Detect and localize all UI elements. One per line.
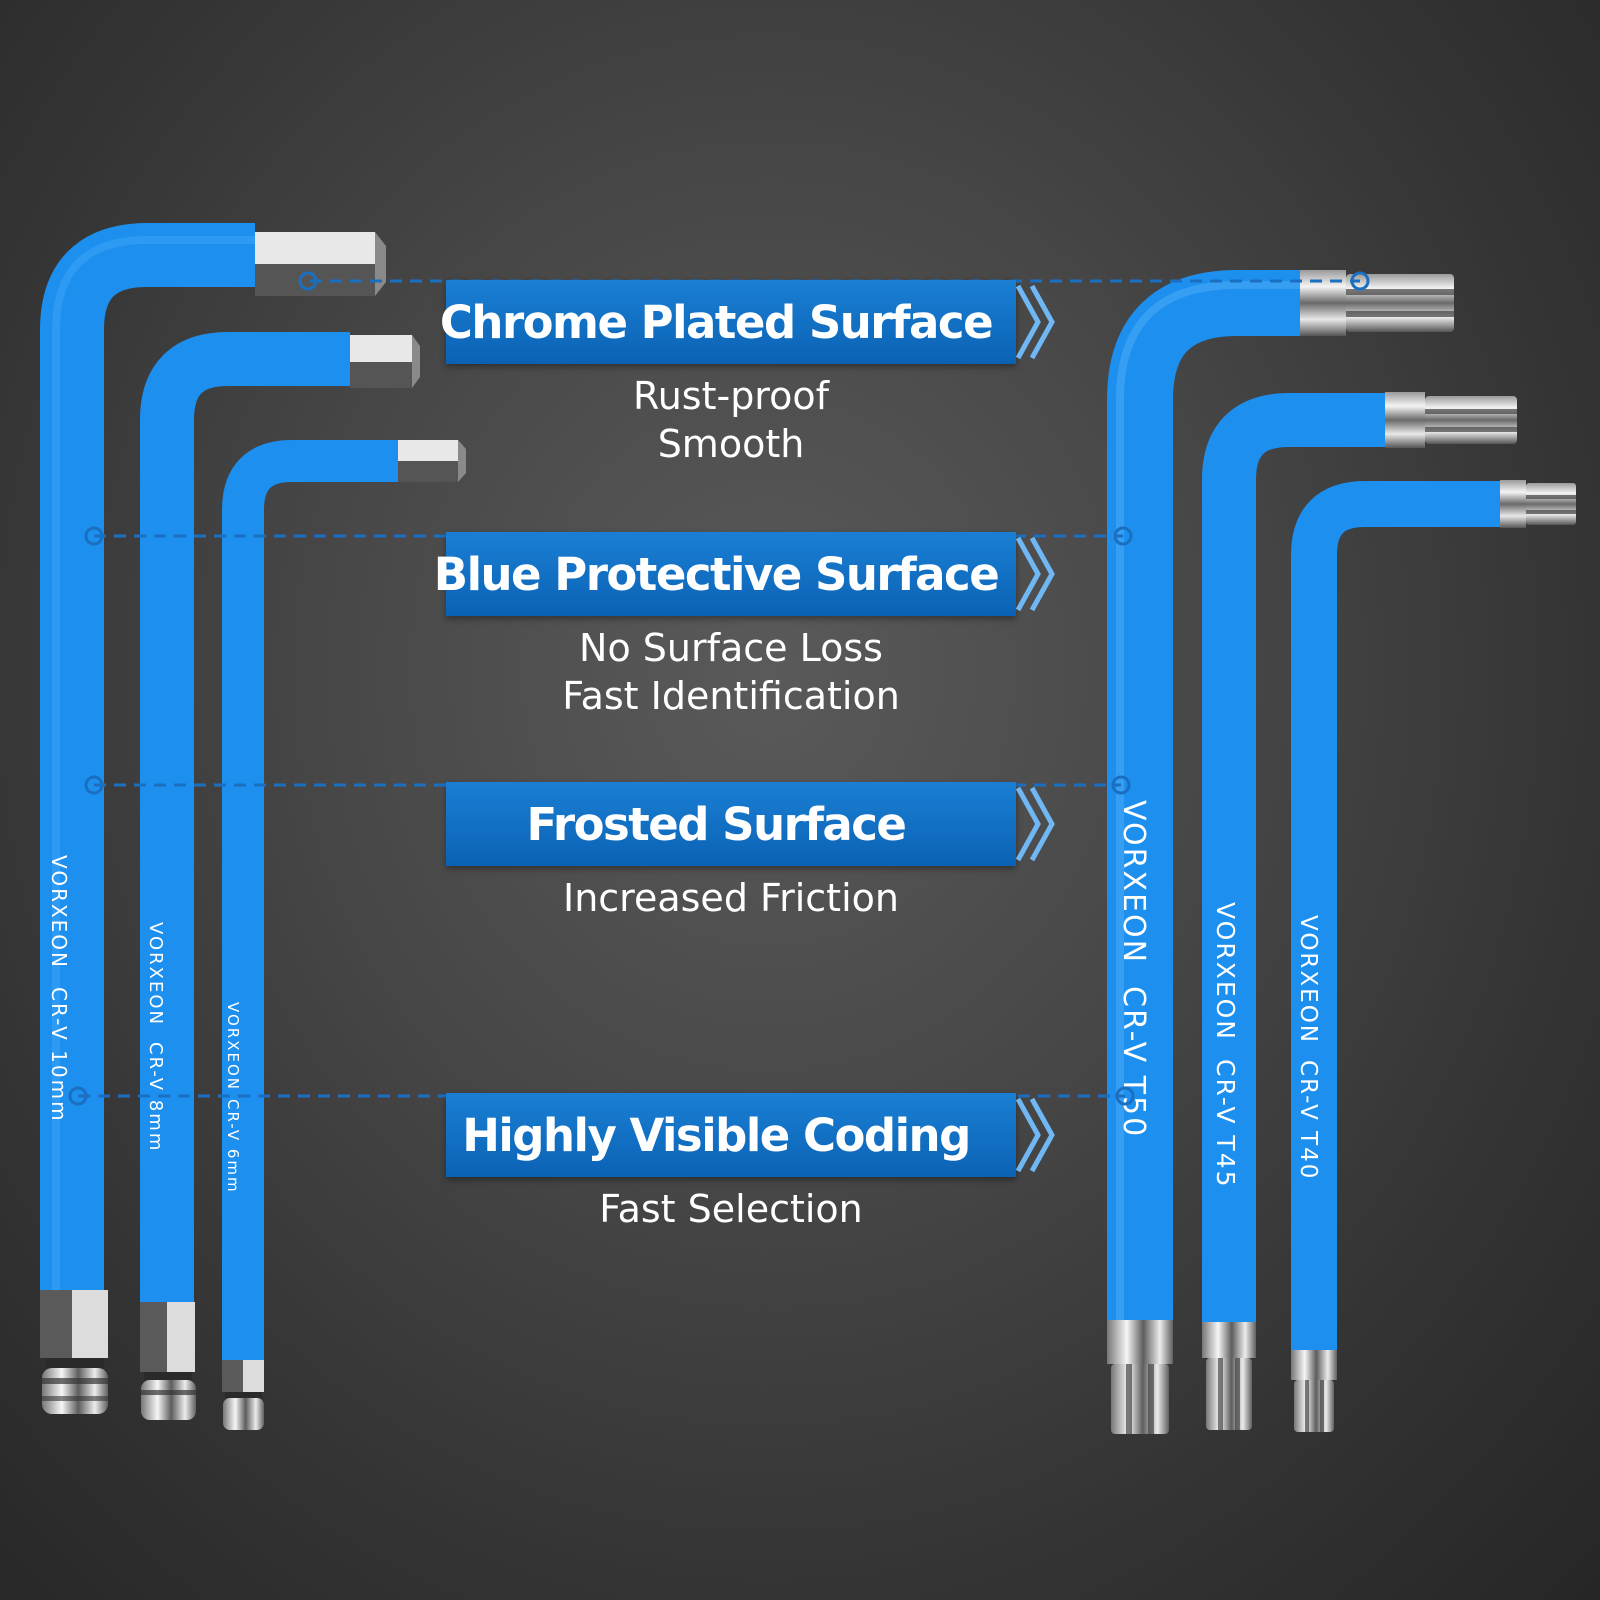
feature-blue-protective: Blue Protective Surface No Surface Loss …: [434, 532, 1055, 720]
feature-desc: Increased Friction: [446, 874, 1016, 922]
torx-t45-label: VORXEON CR-V T45: [1211, 902, 1240, 1189]
leader-dots: [68, 271, 1370, 1106]
hex-key-8mm: [140, 332, 420, 1420]
feature-desc-line: Rust-proof: [633, 374, 829, 418]
hex-8mm-label: VORXEON CR-V 8mm: [145, 922, 166, 1152]
torx-t40-label: VORXEON CR-V T40: [1295, 915, 1321, 1180]
hex-6mm-spec: CR-V 6mm: [224, 1099, 242, 1194]
torx-t50-spec: CR-V T50: [1116, 986, 1151, 1138]
hex-8mm-spec: CR-V 8mm: [145, 1042, 166, 1152]
feature-desc-line: Fast Identification: [562, 674, 900, 718]
hex-6mm-brand: VORXEON: [224, 1002, 242, 1091]
hex-10mm-label: VORXEON CR-V 10mm: [47, 855, 71, 1123]
torx-key-t45: [1202, 392, 1517, 1430]
feature-desc: No Surface Loss Fast Identification: [446, 624, 1016, 720]
chevron-right-icon: [1015, 786, 1055, 862]
torx-t45-brand: VORXEON: [1211, 902, 1240, 1041]
feature-visible-coding: Highly Visible Coding Fast Selection: [446, 1093, 1055, 1233]
torx-t45-spec: CR-V T45: [1211, 1059, 1240, 1189]
feature-banner: Highly Visible Coding: [446, 1093, 1055, 1177]
chevron-right-icon: [1015, 1097, 1055, 1173]
feature-desc-line: Fast Selection: [599, 1187, 863, 1231]
feature-desc-line: Increased Friction: [563, 876, 899, 920]
feature-desc-line: No Surface Loss: [579, 626, 883, 670]
torx-key-t40: [1291, 480, 1576, 1432]
hex-8mm-brand: VORXEON: [145, 922, 166, 1026]
feature-title: Blue Protective Surface: [433, 547, 1000, 601]
feature-title: Chrome Plated Surface: [439, 295, 994, 349]
feature-desc-line: Smooth: [657, 422, 805, 466]
feature-frosted: Frosted Surface Increased Friction: [446, 782, 1055, 922]
torx-t50-label: VORXEON CR-V T50: [1116, 800, 1151, 1138]
feature-banner: Blue Protective Surface: [434, 532, 1055, 616]
torx-t50-brand: VORXEON: [1116, 800, 1151, 964]
hex-key-6mm: [222, 440, 466, 1430]
torx-t40-spec: CR-V T40: [1295, 1060, 1321, 1180]
feature-banner: Frosted Surface: [446, 782, 1055, 866]
chevron-right-icon: [1015, 284, 1055, 360]
feature-banner: Chrome Plated Surface: [440, 280, 1055, 364]
hex-10mm-brand: VORXEON: [47, 855, 71, 969]
hex-6mm-label: VORXEON CR-V 6mm: [224, 1002, 242, 1194]
feature-chrome-plated: Chrome Plated Surface Rust-proof Smooth: [440, 280, 1055, 468]
torx-t40-brand: VORXEON: [1295, 915, 1321, 1044]
torx-key-t50: [1107, 270, 1454, 1434]
feature-title: Highly Visible Coding: [462, 1108, 971, 1162]
feature-desc: Fast Selection: [446, 1185, 1016, 1233]
hex-10mm-spec: CR-V 10mm: [47, 987, 71, 1123]
hex-key-10mm: [39, 223, 386, 1414]
feature-desc: Rust-proof Smooth: [446, 372, 1016, 468]
feature-title: Frosted Surface: [526, 797, 907, 851]
chevron-right-icon: [1015, 536, 1055, 612]
